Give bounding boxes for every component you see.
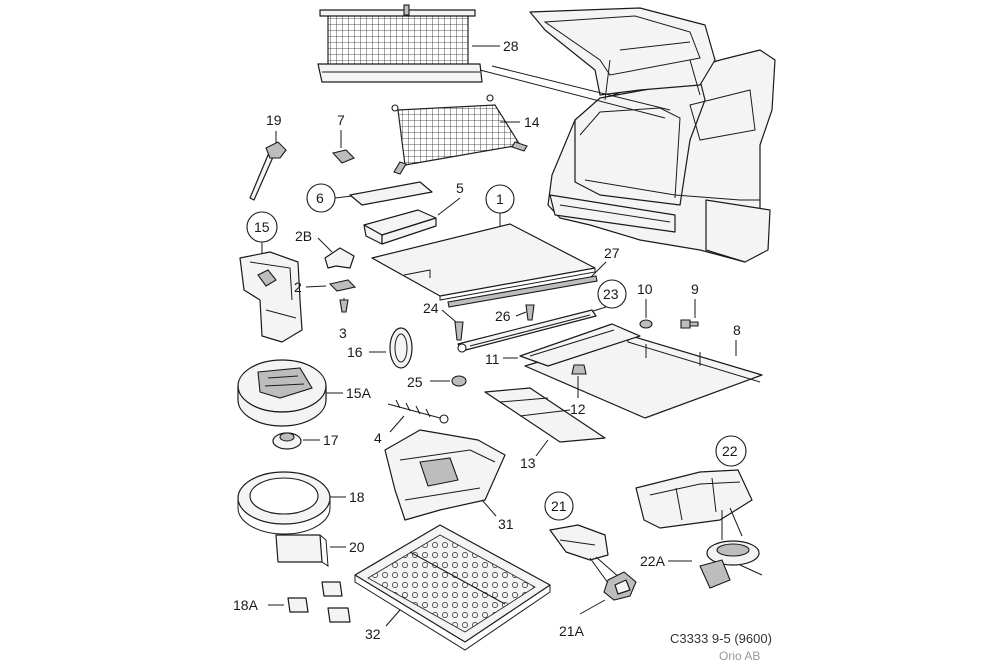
part-5-storage-box [363, 209, 437, 245]
part-11-bracket [519, 323, 641, 367]
part-7-clip [331, 149, 355, 164]
part-2-clip [328, 279, 357, 292]
part-16-strap [389, 327, 413, 369]
callout-31: 31 [498, 516, 514, 532]
part-32-floor-tray [354, 524, 551, 651]
part-2B-bracket [324, 247, 355, 269]
part-18A-blocks [287, 581, 351, 623]
part-21A-jack [603, 571, 637, 601]
leader-5 [437, 197, 461, 216]
part-12-nut [571, 364, 587, 375]
callout-18: 18 [349, 489, 365, 505]
car-illustration [529, 7, 776, 263]
part-3-screw [339, 299, 349, 313]
callout-18A: 18A [233, 597, 259, 613]
callout-11: 11 [485, 351, 500, 367]
callout-2: 2 [294, 279, 302, 295]
callout-21-circle [544, 491, 574, 521]
callout-28: 28 [503, 38, 519, 54]
callout-22: 22 [722, 443, 738, 459]
callout-22-circle [715, 435, 747, 467]
part-24-screw [454, 321, 464, 341]
part-19-wheel-wrench [249, 141, 287, 201]
part-23-rail [457, 309, 597, 353]
part-26-screw [525, 304, 535, 321]
part-22A-strap [699, 540, 763, 589]
callout-4: 4 [374, 430, 382, 446]
callout-1: 1 [496, 191, 504, 207]
part-6-mat [349, 181, 433, 206]
callout-6: 6 [316, 190, 324, 206]
part-18-ring [237, 471, 331, 535]
callout-13: 13 [520, 455, 536, 471]
company-name: Orio AB [719, 649, 760, 663]
callout-7: 7 [337, 112, 345, 128]
callout-15: 15 [254, 219, 270, 235]
callout-23: 23 [603, 286, 619, 302]
part-28-cargo-net-roller [317, 4, 671, 119]
callout-21: 21 [551, 498, 567, 514]
part-22-bag [635, 469, 753, 529]
part-1-floor-panel [371, 223, 596, 301]
part-21-bag [549, 524, 609, 561]
callout-2B: 2B [295, 228, 312, 244]
callout-23-circle [597, 279, 627, 309]
part-31-compartment [384, 429, 506, 521]
callout-9: 9 [691, 281, 699, 297]
callout-19: 19 [266, 112, 282, 128]
callout-16: 16 [347, 344, 363, 360]
part-15-jack-holder [239, 251, 303, 343]
callout-20: 20 [349, 539, 365, 555]
part-15A-tray [237, 359, 327, 427]
callout-17: 17 [323, 432, 339, 448]
callout-15A: 15A [346, 385, 372, 401]
callout-10: 10 [637, 281, 653, 297]
part-20-manual [275, 534, 329, 567]
callout-5: 5 [456, 180, 464, 196]
part-9-bolt [680, 319, 699, 329]
callout-22A: 22A [640, 553, 666, 569]
callout-25: 25 [407, 374, 423, 390]
callout-24: 24 [423, 300, 439, 316]
callout-3: 3 [339, 325, 347, 341]
part-25-grommet [451, 375, 467, 387]
callout-14: 14 [524, 114, 540, 130]
part-27-strip [447, 275, 598, 308]
callout-8: 8 [733, 322, 741, 338]
part-14-luggage-net [391, 94, 528, 175]
callout-27: 27 [604, 245, 620, 261]
callout-32: 32 [365, 626, 381, 642]
part-17-wing-nut [272, 432, 302, 450]
callout-21A: 21A [559, 623, 585, 639]
part-4-hook [387, 399, 449, 424]
diagram-code: C3333 9-5 (9600) [670, 631, 772, 646]
leader-27 [589, 261, 607, 279]
callout-12: 12 [570, 401, 586, 417]
part-13-plate [484, 387, 606, 443]
part-10-plug [639, 319, 653, 329]
callout-26: 26 [495, 308, 511, 324]
